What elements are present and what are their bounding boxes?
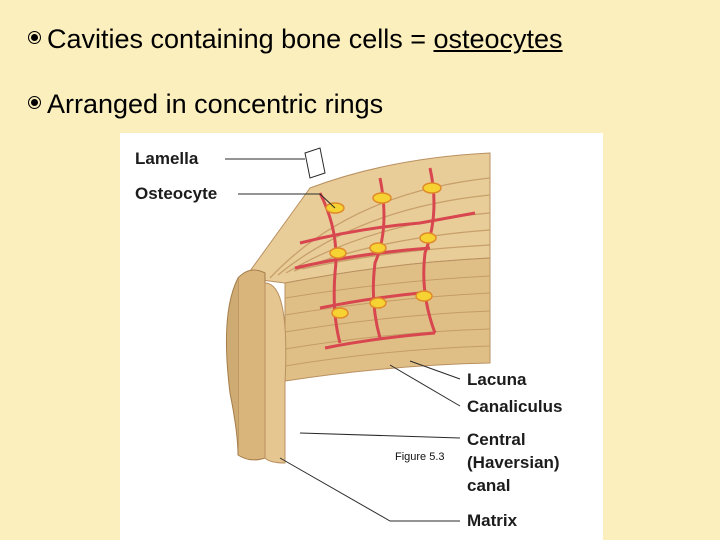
osteon-figure: Lamella Osteocyte Lacuna Canaliculus Cen… xyxy=(120,133,603,540)
bullet-osteocytes: Cavities containing bone cells = osteocy… xyxy=(28,24,563,55)
osteocyte-cells xyxy=(325,182,442,319)
bullet-icon xyxy=(28,31,41,45)
label-lamella: Lamella xyxy=(135,149,199,168)
osteocytes-term: osteocytes xyxy=(433,24,563,54)
canaliculi-network xyxy=(294,167,476,350)
label-matrix: Matrix xyxy=(467,511,518,530)
leader-lines xyxy=(225,147,461,522)
label-lacuna: Lacuna xyxy=(467,370,527,389)
bullet-text: Arranged in concentric rings xyxy=(47,89,384,119)
bullet-icon xyxy=(28,96,41,110)
label-central-canal-line1: Central xyxy=(467,430,526,449)
bone-front-face xyxy=(284,257,491,382)
label-central-canal-line2: (Haversian) xyxy=(467,453,560,472)
label-osteocyte: Osteocyte xyxy=(135,184,218,203)
osteon-illustration xyxy=(225,147,491,522)
bullet-text: Cavities containing bone cells = xyxy=(47,24,434,54)
label-canaliculus: Canaliculus xyxy=(467,397,563,416)
central-canal xyxy=(237,269,266,461)
figure-caption: Figure 5.3 xyxy=(395,451,445,463)
bullet-concentric-rings: Arranged in concentric rings xyxy=(28,89,383,120)
label-central-canal-line3: canal xyxy=(467,476,511,495)
